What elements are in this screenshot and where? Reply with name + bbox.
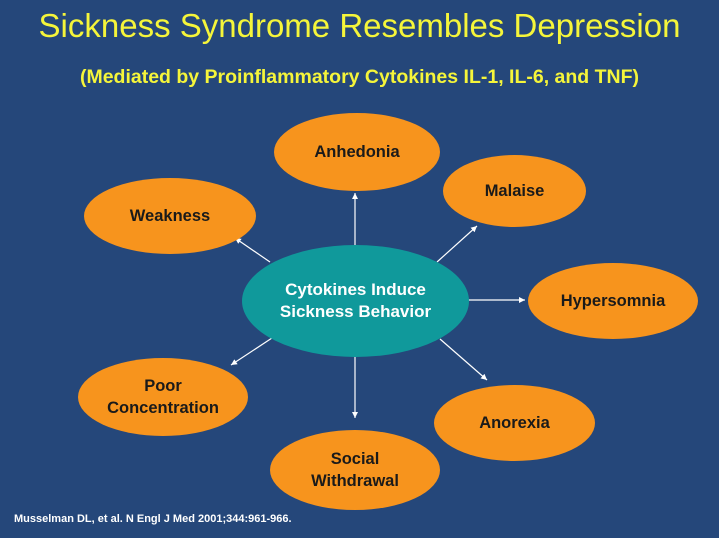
node-weakness: Weakness bbox=[84, 178, 256, 254]
arrow-to-poor-concentration bbox=[230, 337, 273, 366]
node-poor-concentration: Poor Concentration bbox=[78, 358, 248, 436]
slide-title: Sickness Syndrome Resembles Depression bbox=[38, 7, 681, 44]
arrow-to-anorexia bbox=[439, 338, 488, 381]
arrow-to-malaise bbox=[436, 225, 478, 263]
node-hypersomnia: Hypersomnia bbox=[528, 263, 698, 339]
node-anhedonia: Anhedonia bbox=[274, 113, 440, 191]
citation: Musselman DL, et al. N Engl J Med 2001;3… bbox=[14, 513, 292, 525]
node-social-withdrawal: Social Withdrawal bbox=[270, 430, 440, 510]
node-cytokines-center: Cytokines Induce Sickness Behavior bbox=[242, 245, 469, 357]
node-anorexia: Anorexia bbox=[434, 385, 595, 461]
arrow-to-weakness bbox=[234, 237, 271, 263]
node-malaise: Malaise bbox=[443, 155, 586, 227]
slide-subtitle: (Mediated by Proinflammatory Cytokines I… bbox=[79, 66, 640, 88]
